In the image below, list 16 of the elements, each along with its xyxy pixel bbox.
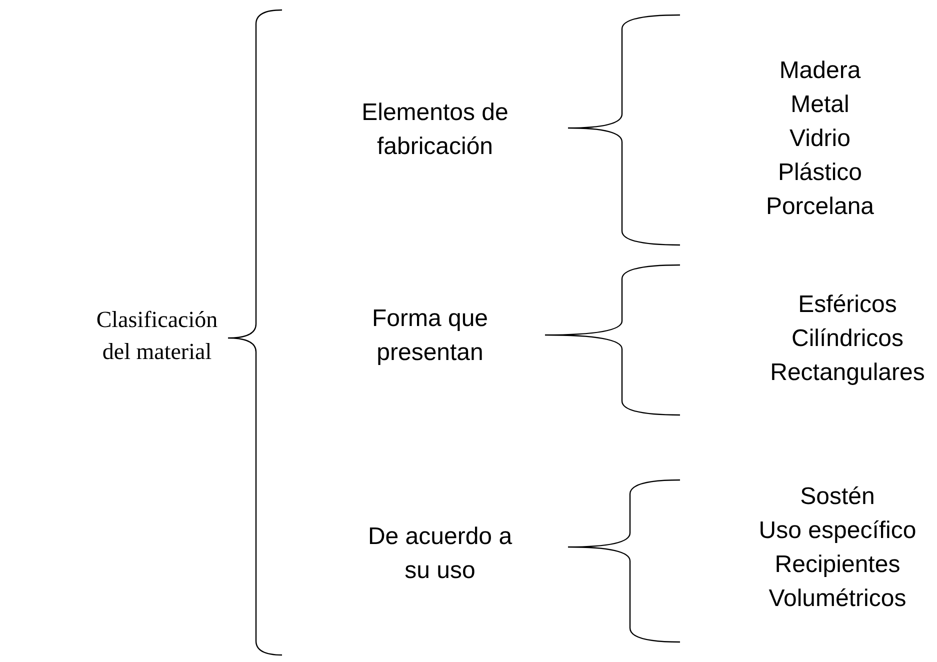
category-label: Elementos de fabricación — [360, 98, 510, 162]
list-item: Sostén — [800, 482, 875, 512]
category-label: Clasificación del material — [95, 306, 219, 366]
list-item: Metal — [790, 90, 850, 120]
category-label: De acuerdo a su uso — [366, 522, 514, 586]
list-item: Uso específico — [758, 516, 916, 546]
list-item: Volumétricos — [768, 584, 906, 614]
list-item: Cilíndricos — [791, 324, 904, 354]
list-item: Porcelana — [766, 192, 874, 222]
list-item: Rectangulares — [770, 358, 925, 388]
list-item: Plástico — [778, 158, 862, 188]
list-item: Esféricos — [798, 290, 897, 320]
list-item: Recipientes — [774, 550, 900, 580]
list-item: Madera — [779, 56, 861, 86]
list-item: Vidrio — [790, 124, 850, 154]
category-label: Forma que presentan — [370, 304, 490, 368]
